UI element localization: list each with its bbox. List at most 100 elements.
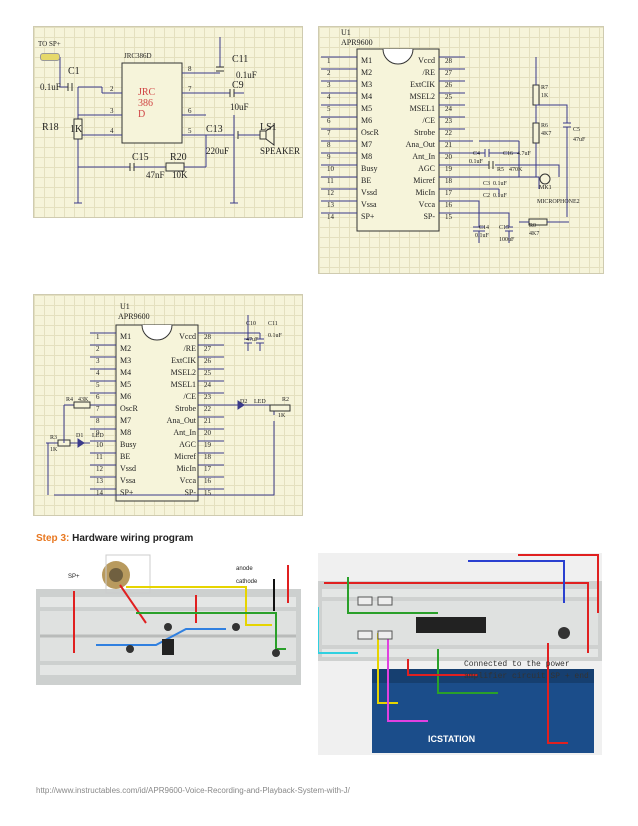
- pin-left-label: M2: [361, 68, 373, 77]
- pin-number: 13: [96, 477, 103, 485]
- pin-number: 10: [96, 441, 103, 449]
- note-line-1: Connected to the power: [464, 660, 570, 669]
- pin-left-label: OscR: [120, 404, 138, 413]
- pin-4: 4: [110, 127, 114, 135]
- ic-body-label: JRC 386 D: [138, 87, 156, 120]
- pin-number: 11: [327, 177, 334, 185]
- pin-left-label: M2: [120, 344, 132, 353]
- pin-number: 16: [204, 477, 211, 485]
- c9-value: 10uF: [230, 102, 249, 112]
- pin-number: 20: [445, 153, 452, 161]
- r18-label: R18: [42, 122, 59, 133]
- board-brand: ICSTATION: [428, 734, 476, 744]
- pin-right-label: Ant_In: [173, 428, 196, 437]
- pin-6: 6: [188, 107, 192, 115]
- c10-label: C10: [246, 321, 257, 327]
- pin-left-label: M7: [120, 416, 132, 425]
- r4-label: R4: [66, 397, 74, 403]
- anode-label: anode: [236, 566, 253, 572]
- pin-number: 24: [204, 381, 211, 389]
- r0-label: R0: [529, 223, 537, 229]
- pin-number: 14: [96, 489, 103, 497]
- r3-label: R3: [50, 435, 58, 441]
- r7-value: 1K: [541, 93, 549, 99]
- pin-left-label: M6: [120, 392, 132, 401]
- u1-label: U1: [341, 28, 351, 37]
- source-url[interactable]: http://www.instructables.com/id/APR9600-…: [36, 786, 350, 795]
- pin-number: 17: [204, 465, 211, 473]
- pin-right-label: Micref: [413, 176, 435, 185]
- pin-right-label: /CE: [183, 392, 196, 401]
- pin-number: 28: [445, 57, 452, 65]
- pin-number: 4: [327, 93, 331, 101]
- r5-value: 470K: [509, 167, 523, 173]
- ic-name-label: JRC386D: [124, 52, 152, 60]
- c4-value: 0.1uF: [469, 159, 483, 165]
- pin-number: 28: [204, 333, 211, 341]
- pin-number: 10: [327, 165, 334, 173]
- pin-right-label: MSEL2: [409, 92, 435, 101]
- pin-right-label: AGC: [418, 164, 435, 173]
- pin-right-label: Vccd: [418, 56, 435, 65]
- breadboard-illustration: [36, 554, 301, 685]
- d1-value: LED: [92, 433, 104, 439]
- pin-number: 9: [327, 153, 331, 161]
- pin-number: 15: [204, 489, 211, 497]
- c11-value: 0.1uF: [236, 70, 257, 80]
- pin-right-label: ExtCIK: [171, 356, 196, 365]
- pin-left-label: M8: [120, 428, 132, 437]
- u1-label: U1: [120, 302, 130, 311]
- pin-number: 23: [445, 117, 452, 125]
- to-sp-label: TO SP+: [38, 40, 61, 48]
- pin-right-label: MSEL1: [409, 104, 435, 113]
- pin-number: 6: [96, 393, 100, 401]
- r2-value: 1K: [278, 413, 286, 419]
- pin-right-label: SP-: [423, 212, 435, 221]
- pin-number: 24: [445, 105, 452, 113]
- c15-value: 100uF: [499, 237, 515, 243]
- pin-number: 27: [445, 69, 452, 77]
- pin-right-label: MicIn: [415, 188, 435, 197]
- pin-left-label: OscR: [361, 128, 379, 137]
- pin-number: 26: [204, 357, 211, 365]
- microphone-label: MICROPHONE2: [537, 199, 580, 205]
- pin-2: 2: [110, 85, 114, 93]
- c3-label: C3: [483, 181, 491, 187]
- pin-number: 17: [445, 189, 452, 197]
- pin-right-label: ExtCIK: [410, 80, 435, 89]
- ls1-label: LS1: [260, 122, 277, 133]
- pin-number: 21: [445, 141, 452, 149]
- c2-value: 0.1uF: [493, 193, 507, 199]
- pin-8: 8: [188, 65, 192, 73]
- pin-number: 15: [445, 213, 452, 221]
- pin-number: 23: [204, 393, 211, 401]
- pin-left-label: Vssa: [120, 476, 136, 485]
- pin-number: 13: [327, 201, 334, 209]
- pin-right-label: Vccd: [179, 332, 196, 341]
- step-heading: Step 3: Hardware wiring program: [36, 533, 193, 544]
- pin-number: 11: [96, 453, 103, 461]
- pin-left-label: BE: [120, 452, 131, 461]
- c2-label: C2: [483, 193, 491, 199]
- pin-number: 25: [204, 369, 211, 377]
- c15-label: C15: [499, 225, 510, 231]
- pin-right-label: SP-: [184, 488, 196, 497]
- pin-right-label: /RE: [422, 68, 435, 77]
- amplifier-wiring: [44, 37, 275, 204]
- pin-left-label: M3: [120, 356, 132, 365]
- input-terminal: [40, 53, 60, 61]
- breadboard-photo: anode cathode SP+: [36, 553, 301, 685]
- pin-number: 5: [96, 381, 100, 389]
- r5-label: R5: [497, 167, 505, 173]
- pin-number: 6: [327, 117, 331, 125]
- pin-number: 1: [327, 57, 331, 65]
- pin-right-label: AGC: [179, 440, 196, 449]
- r4-value: 43K: [78, 397, 89, 403]
- mk1-label: MK1: [539, 185, 552, 191]
- d2-value: LED: [254, 399, 266, 405]
- pin-left-label: SP+: [361, 212, 375, 221]
- r3-value: 1K: [50, 447, 58, 453]
- c1-label: C1: [68, 66, 80, 77]
- pin-left-label: M1: [120, 332, 132, 341]
